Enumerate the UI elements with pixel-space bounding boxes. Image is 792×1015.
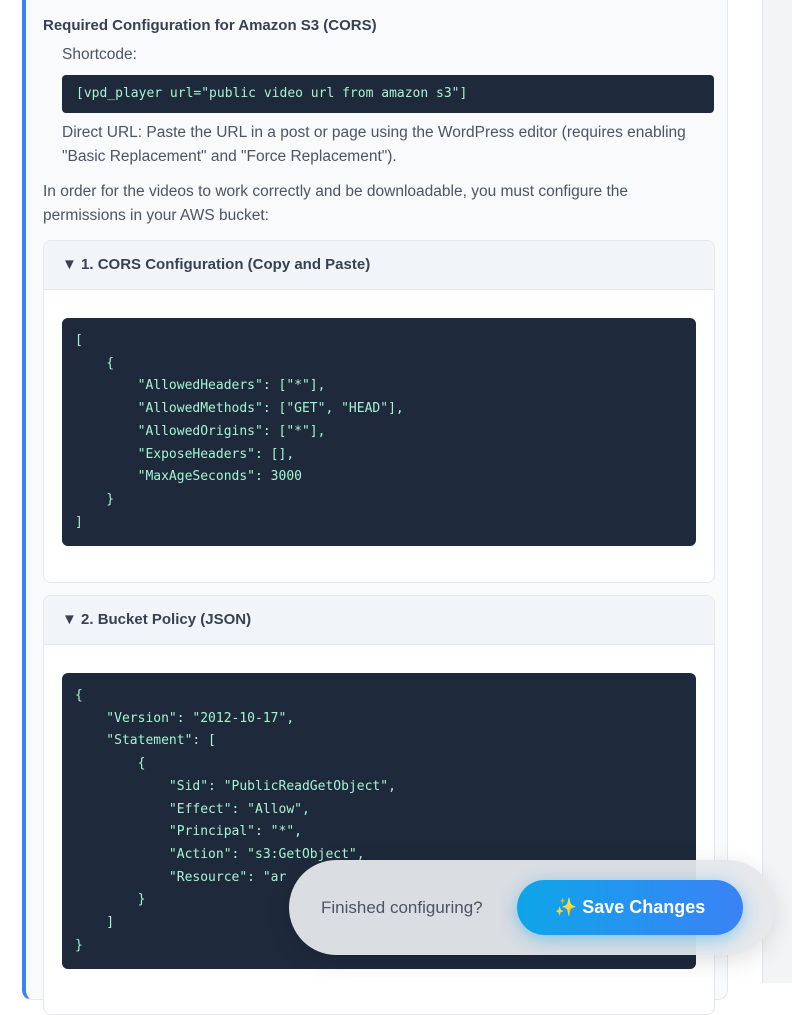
- intro-line: In order for the videos to work correctl…: [43, 183, 629, 200]
- save-changes-label: Save Changes: [582, 897, 706, 917]
- save-bar-label: Finished configuring?: [321, 898, 483, 917]
- direct-url-line: Direct URL: Paste the URL in a post or p…: [62, 124, 686, 141]
- sparkles-icon: ✨: [554, 897, 578, 917]
- shortcode-code[interactable]: [vpd_player url="public video url from a…: [62, 75, 714, 113]
- intro-text: In order for the videos to work correctl…: [43, 180, 628, 228]
- save-bar: Finished configuring? ✨ Save Changes: [289, 860, 775, 955]
- cors-config-panel: ▼ 1. CORS Configuration (Copy and Paste)…: [43, 240, 715, 583]
- direct-url-line: "Basic Replacement" and "Force Replaceme…: [62, 148, 397, 165]
- s3-config-card: Required Configuration for Amazon S3 (CO…: [22, 0, 728, 1015]
- save-changes-button[interactable]: ✨ Save Changes: [517, 880, 743, 935]
- right-sidebar: [762, 0, 792, 983]
- intro-line: permissions in your AWS bucket:: [43, 207, 269, 224]
- shortcode-label: Shortcode:: [62, 46, 137, 63]
- cors-config-summary[interactable]: ▼ 1. CORS Configuration (Copy and Paste): [44, 241, 714, 290]
- section-title: Required Configuration for Amazon S3 (CO…: [43, 17, 377, 34]
- cors-config-code[interactable]: [ { "AllowedHeaders": ["*"], "AllowedMet…: [62, 318, 696, 547]
- direct-url-text: Direct URL: Paste the URL in a post or p…: [62, 121, 686, 169]
- bucket-policy-summary[interactable]: ▼ 2. Bucket Policy (JSON): [44, 596, 714, 645]
